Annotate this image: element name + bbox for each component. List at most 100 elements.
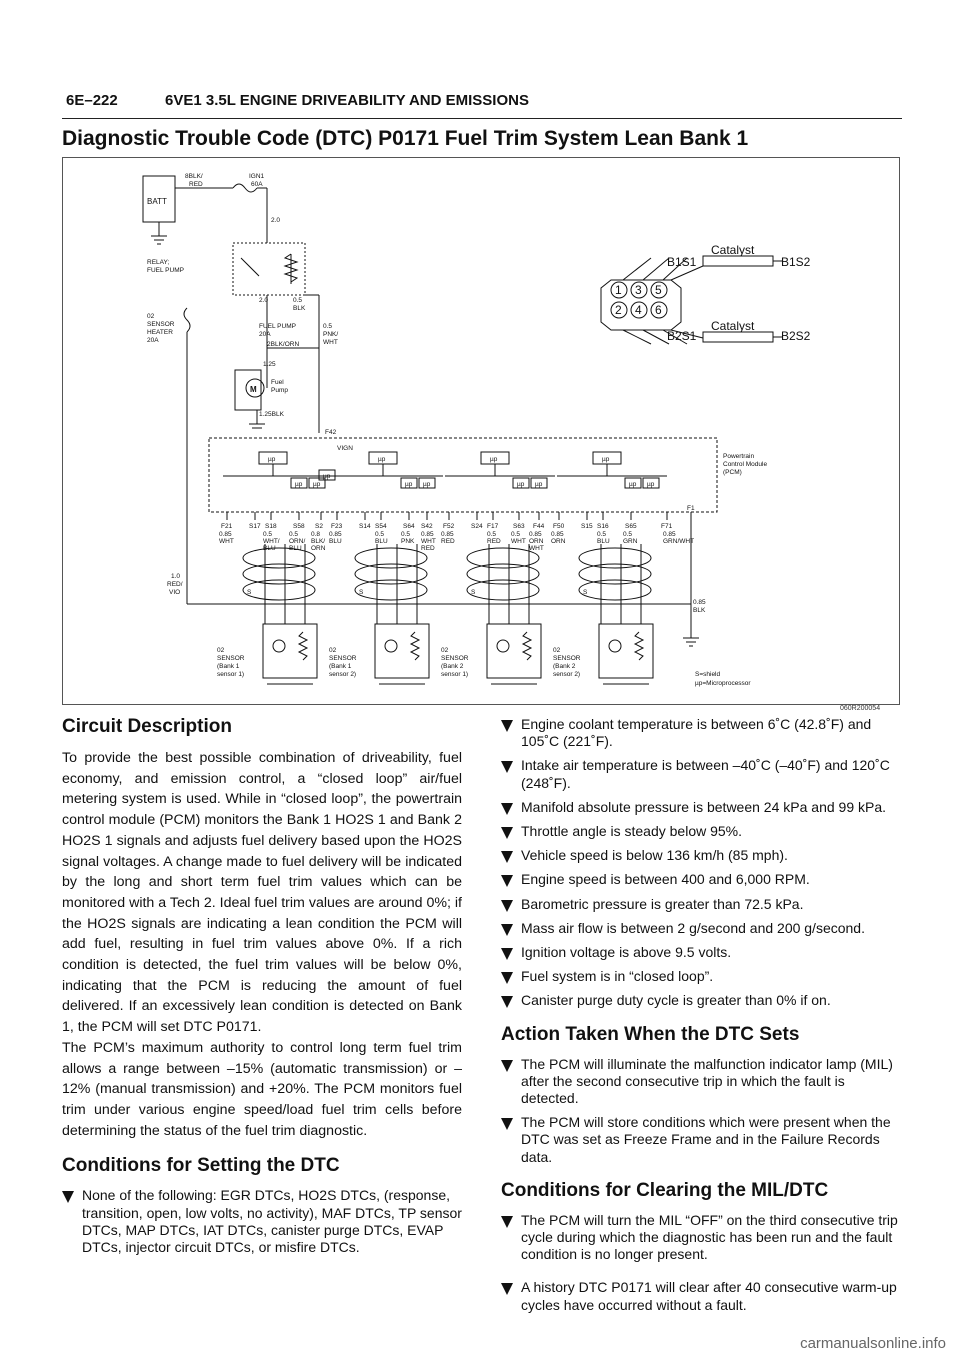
ign-fuse: 60A xyxy=(251,181,263,188)
clearing-item: The PCM will turn the MIL “OFF” on the t… xyxy=(521,1211,898,1263)
pcm-label-3: (PCM) xyxy=(723,469,742,476)
shield-label: S xyxy=(583,589,588,596)
list-item: Throttle angle is steady below 95%. xyxy=(501,823,900,840)
wire-label: BLU xyxy=(597,538,610,545)
condition-item: Ignition voltage is above 9.5 volts. xyxy=(521,944,732,961)
wiring-diagram: BATT 8BLK/ RED IGN1 60A 2.0 RELAY; FUEL … xyxy=(62,157,900,705)
o2-sensor-box xyxy=(262,623,318,679)
wire-label: 0.5 xyxy=(623,531,632,538)
pin-label: F23 xyxy=(331,523,343,530)
wire-label: BLK/ xyxy=(311,538,325,545)
list-item: The PCM will turn the MIL “OFF” on the t… xyxy=(501,1212,900,1264)
shield-label: S xyxy=(247,589,252,596)
left-column: Circuit Description To provide the best … xyxy=(62,716,462,1263)
list-item: The PCM will illuminate the malfunction … xyxy=(501,1056,900,1108)
pin-label: S58 xyxy=(293,523,305,530)
wire-label: 0.5 xyxy=(375,531,384,538)
sensor-label: 02 xyxy=(329,647,337,654)
pin-label: S42 xyxy=(421,523,433,530)
pcm-label-1: Powertrain xyxy=(723,453,754,460)
list-item: None of the following: EGR DTCs, HO2S DT… xyxy=(62,1187,462,1256)
heater-element xyxy=(409,631,421,661)
pump-label-2: Pump xyxy=(271,387,288,394)
circuit-description-heading: Circuit Description xyxy=(62,716,232,737)
o2-heater-4: 20A xyxy=(147,337,159,344)
list-item: Intake air temperature is between –40˚C … xyxy=(501,757,900,791)
sensor-label: 02 xyxy=(217,647,225,654)
wire-label: WHT xyxy=(219,538,234,545)
condition-item: Engine speed is between 400 and 6,000 RP… xyxy=(521,871,810,888)
pin-label: S64 xyxy=(403,523,415,530)
microprocessor-box xyxy=(512,477,530,489)
pcm-box xyxy=(208,437,718,513)
f1-label: F1 xyxy=(687,505,695,512)
wire-2blk-orn: 2BLK/ORN xyxy=(267,341,299,348)
clearing-item: A history DTC P0171 will clear after 40 … xyxy=(521,1279,897,1313)
o2-heater-1: 02 xyxy=(147,313,155,320)
o2-sensor-element xyxy=(496,639,510,653)
list-item: The PCM will store conditions which were… xyxy=(501,1114,900,1166)
wire-label: ORN xyxy=(529,538,544,545)
sensor-label: sensor 1) xyxy=(217,671,244,678)
list-item: Fuel system is in “closed loop”. xyxy=(501,968,900,985)
o2-sensor-box xyxy=(374,623,430,679)
shield-loop xyxy=(242,547,316,569)
pin-label: S14 xyxy=(359,523,371,530)
catalyst-label-1: Catalyst xyxy=(711,243,755,257)
wire-label: GRN/WHT xyxy=(663,538,694,545)
sensor-label: SENSOR xyxy=(441,655,469,662)
wire-label: BLU xyxy=(375,538,388,545)
condition-item: Manifold absolute pressure is between 24… xyxy=(521,798,887,815)
wire-label: 0.5 xyxy=(263,531,272,538)
ign-label: IGN1 xyxy=(249,173,265,180)
wire-label: 0.85 xyxy=(529,531,542,538)
microprocessor-label: µp xyxy=(602,456,610,463)
pin-label: S2 xyxy=(315,523,323,530)
bullet-triangle-icon xyxy=(501,948,513,961)
pcm-label-2: Control Module xyxy=(723,461,767,468)
shield-loop xyxy=(466,563,540,585)
wire-label: WHT xyxy=(511,538,526,545)
microprocessor-label: µp xyxy=(535,481,543,488)
wire-label: BLU xyxy=(329,538,342,545)
wire-0-5: 0.5 xyxy=(293,297,302,304)
wire-label: RED xyxy=(421,545,435,552)
bullet-triangle-icon xyxy=(501,972,513,985)
vign-label: VIGN xyxy=(337,445,353,452)
pin-label: F71 xyxy=(661,523,673,530)
wire-label: ORN/ xyxy=(289,538,305,545)
bullet-triangle-icon xyxy=(501,875,513,888)
o2-heater-2: SENSOR xyxy=(147,321,175,328)
microprocessor-label: µp xyxy=(423,481,431,488)
cylinder-circle xyxy=(650,281,668,299)
cylinder-number: 1 xyxy=(615,283,622,297)
bullet-triangle-icon xyxy=(501,1283,513,1296)
page-number: 6E–222 xyxy=(66,92,118,109)
wire-vio: VIO xyxy=(169,589,180,596)
cylinder-number: 2 xyxy=(615,303,622,317)
wire-label: WHT xyxy=(421,538,436,545)
o2-sensor-element xyxy=(272,639,286,653)
wire-label: WHT xyxy=(529,545,544,552)
circuit-paragraph-2: The PCM’s maximum authority to control l… xyxy=(62,1039,462,1139)
cylinder-circle xyxy=(650,301,668,319)
pin-label: S18 xyxy=(265,523,277,530)
wire-label: 0.85 xyxy=(219,531,232,538)
microprocessor-label: µp xyxy=(323,473,331,480)
pin-label: S54 xyxy=(375,523,387,530)
batt-label: BATT xyxy=(147,197,167,206)
microprocessor-label: µp xyxy=(629,481,637,488)
action-item: The PCM will store conditions which were… xyxy=(521,1114,891,1165)
catalyst-2 xyxy=(702,331,774,343)
wire-label: 0.85 xyxy=(421,531,434,538)
wire-label: 0.5 xyxy=(401,531,410,538)
wire-label: 0.8 xyxy=(311,531,320,538)
shield-loop xyxy=(578,547,652,569)
wire-label: 0.5 xyxy=(487,531,496,538)
wire-blk-2: BLK xyxy=(693,607,706,614)
wire-label: ORN xyxy=(551,538,566,545)
bullet-triangle-icon xyxy=(501,720,513,732)
figure-code: 060R200054 xyxy=(840,705,881,712)
pin-label: F21 xyxy=(221,523,233,530)
b1s1-label: B1S1 xyxy=(667,255,697,269)
